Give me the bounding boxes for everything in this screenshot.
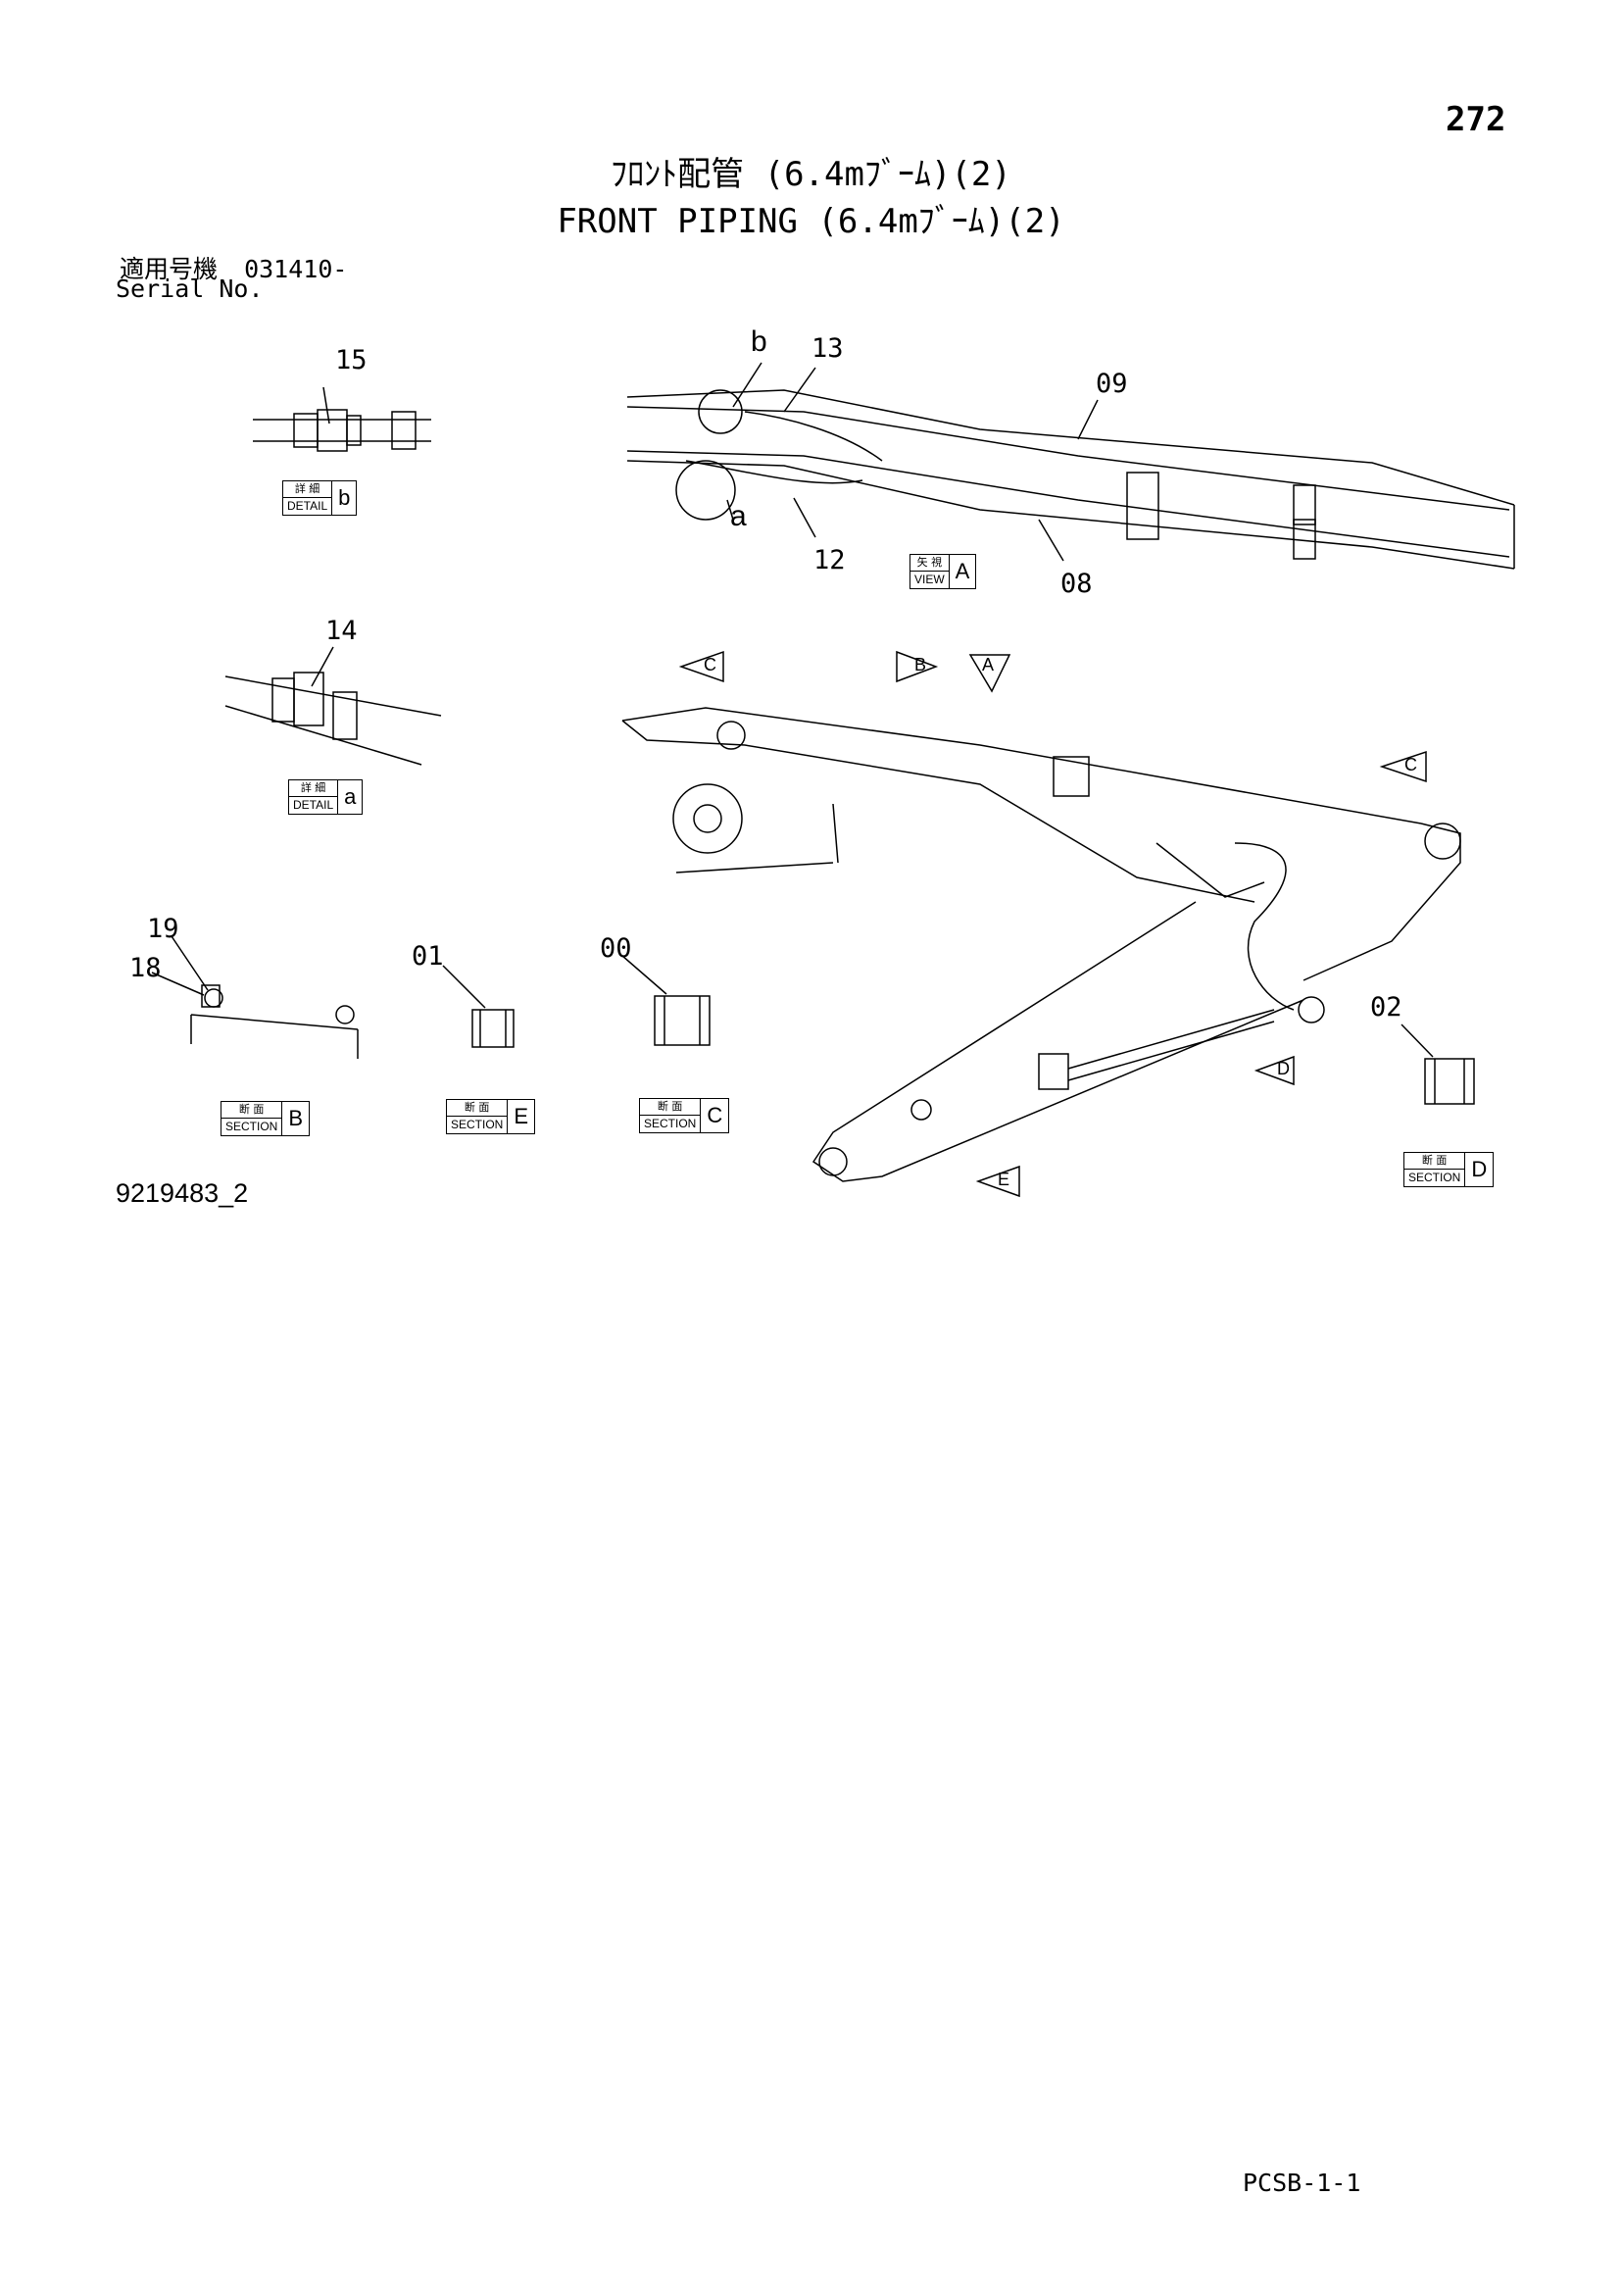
tag-view-a-jp: 矢 視 [910,555,949,572]
serial-value: 031410- [244,255,348,283]
view-arrow-e: E [998,1170,1010,1189]
callout-09: 09 [1096,369,1128,399]
section-d-figure [1401,1023,1475,1105]
detail-a-figure [224,646,442,766]
title-english: FRONT PIPING (6.4mﾌﾞｰﾑ)(2) [557,202,1065,241]
tag-section-e-letter: E [514,1104,529,1128]
tag-section-c-letter: C [707,1103,723,1127]
callout-19: 19 [147,914,179,944]
tag-section-b-en: SECTION [225,1120,278,1133]
tag-section-d-letter: D [1471,1157,1488,1181]
tag-detail-a-en: DETAIL [293,798,334,812]
callout-15: 15 [335,345,368,375]
tag-detail-b-letter: b [338,485,351,510]
view-arrow-b: B [914,655,927,674]
tag-section-e-jp: 断 面 [447,1100,508,1117]
view-arrow-a: A [982,655,995,674]
view-a-figure [626,362,1515,570]
tag-section-d-en: SECTION [1408,1171,1461,1184]
tag-section-b-jp: 断 面 [221,1102,282,1119]
callout-08: 08 [1060,569,1093,599]
callout-02: 02 [1370,992,1402,1023]
view-arrow-c-2: C [1404,755,1417,774]
tag-view-a-letter: A [955,559,970,583]
section-e-figure [442,965,515,1048]
view-arrow-d: D [1277,1059,1290,1078]
tag-section-c-en: SECTION [644,1117,697,1130]
tag-section-c-jp: 断 面 [640,1099,701,1116]
serial-label-en: Serial No. [116,275,264,303]
view-arrows [678,650,1427,1198]
view-arrow-c-1: C [704,655,716,674]
tag-detail-a-letter: a [344,784,357,809]
tag-section-e-en: SECTION [451,1118,504,1131]
drawing-number: 9219483_2 [116,1178,249,1208]
boom-arm-figure [621,707,1461,1182]
section-c-figure [621,955,711,1046]
page-number: 272 [1446,100,1506,139]
serial-label-jp: 適用号機 [120,255,219,283]
callout-13: 13 [811,333,844,364]
callout-letter-b: b [751,325,767,358]
section-b-figure [151,935,359,1059]
callout-14: 14 [325,616,358,646]
tag-view-a-en: VIEW [914,573,945,586]
tag-detail-b-jp: 詳 細 [283,481,332,498]
serial-line: 適用号機 031410- [120,250,347,285]
callout-18: 18 [129,953,162,983]
title-japanese: ﾌﾛﾝﾄ配管 (6.4mﾌﾞｰﾑ)(2) [611,155,1011,194]
callout-01: 01 [412,941,444,972]
detail-b-figure [253,386,431,452]
callout-00: 00 [600,933,632,964]
tag-section-d-jp: 断 面 [1404,1153,1465,1170]
catalog-code: PCSB-1-1 [1243,2169,1361,2197]
tag-section-b-letter: B [288,1106,304,1130]
tag-detail-b-en: DETAIL [287,499,328,513]
tag-detail-a-jp: 詳 細 [289,780,338,797]
callout-12: 12 [813,545,846,575]
callout-letter-a: a [730,500,747,532]
